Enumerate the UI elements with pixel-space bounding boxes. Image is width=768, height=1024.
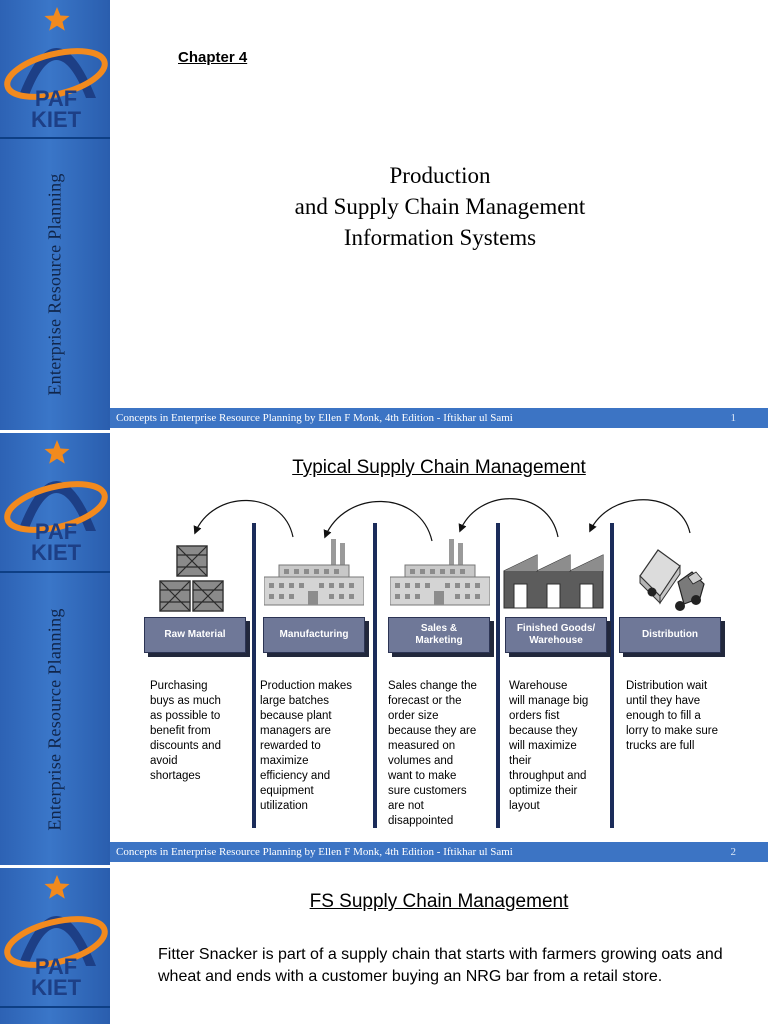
- stage-separator: [252, 523, 256, 828]
- stage-distribution: Distribution: [619, 617, 721, 653]
- logo-line1: PAF: [35, 86, 77, 111]
- stage-finished-goods-warehouse: Finished Goods/Warehouse: [505, 617, 607, 653]
- crates-icon: [159, 545, 224, 612]
- feedback-arrow: [458, 498, 559, 538]
- sidebar-divider: [0, 1006, 110, 1008]
- factory-icon: [390, 539, 490, 606]
- slide-paragraph: Fitter Snacker is part of a supply chain…: [158, 946, 723, 985]
- paf-kiet-logo: PAF KIET: [0, 0, 110, 135]
- paf-kiet-logo: PAF KIET: [0, 433, 110, 568]
- stage-separator: [496, 523, 500, 828]
- feedback-arrows: [193, 498, 691, 542]
- slide-title: FS Supply Chain Management: [309, 891, 569, 912]
- stage-raw-material: Raw Material: [144, 617, 246, 653]
- slide-3: PAF KIET FS Supply Chain Management: [0, 868, 768, 1024]
- title-line: and Supply Chain Management: [294, 194, 586, 219]
- slide-title: Typical Supply Chain Management: [292, 457, 586, 478]
- page-number: 2: [730, 846, 737, 858]
- feedback-arrow: [193, 499, 294, 538]
- factory-icon: [264, 539, 364, 606]
- logo-line1: PAF: [35, 519, 77, 544]
- slide-sidebar: PAF KIET Enterprise Resource Planning: [0, 433, 110, 865]
- warehouse-icon: [503, 554, 604, 609]
- stage-manufacturing: Manufacturing: [263, 617, 365, 653]
- logo-line2: KIET: [31, 107, 82, 132]
- sidebar-divider: [0, 137, 110, 139]
- stage-separator: [373, 523, 377, 828]
- paf-kiet-logo: PAF KIET: [0, 868, 110, 1003]
- slide-sidebar: PAF KIET Enterprise Resource Planning: [0, 0, 110, 430]
- slide-title: Production and Supply Chain Management I…: [180, 160, 700, 253]
- slide-1: PAF KIET Enterprise Resource Planning Ch…: [0, 0, 768, 430]
- logo-line1: PAF: [35, 954, 77, 979]
- sidebar-divider: [0, 571, 110, 573]
- slide-sidebar: PAF KIET: [0, 868, 110, 1024]
- slide-footer: Concepts in Enterprise Resource Planning…: [110, 408, 768, 428]
- stage-sales-marketing: Sales &Marketing: [388, 617, 490, 653]
- title-line: Production: [389, 163, 491, 188]
- footer-text: Concepts in Enterprise Resource Planning…: [116, 846, 513, 858]
- slide-2: PAF KIET Enterprise Resource Planning Ty…: [0, 433, 768, 865]
- chapter-label: Chapter 4: [178, 49, 248, 66]
- footer-text: Concepts in Enterprise Resource Planning…: [116, 412, 513, 424]
- logo-line2: KIET: [31, 540, 82, 565]
- slide-footer: Concepts in Enterprise Resource Planning…: [110, 842, 768, 862]
- stage-separator: [610, 523, 614, 828]
- sidebar-caption: Enterprise Resource Planning: [44, 173, 65, 396]
- feedback-arrow: [589, 499, 691, 534]
- truck-icon: [639, 549, 705, 611]
- feedback-arrow: [323, 500, 433, 542]
- title-line: Information Systems: [343, 225, 537, 250]
- logo-line2: KIET: [31, 975, 82, 1000]
- page-number: 1: [730, 412, 737, 424]
